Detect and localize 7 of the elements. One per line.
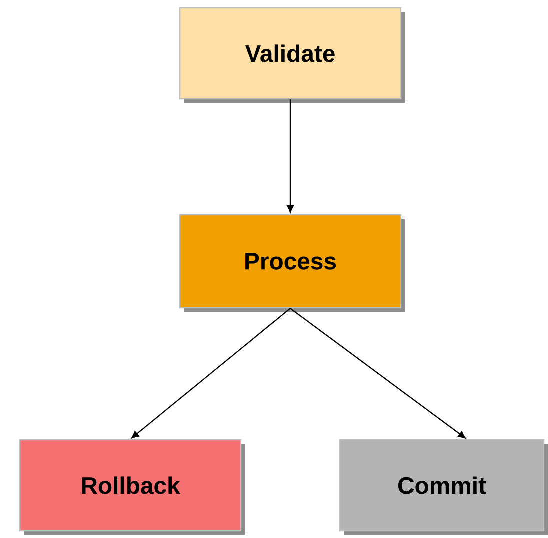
arrow — [287, 100, 294, 213]
arrow — [290, 308, 466, 439]
process-box: Rollback — [19, 439, 245, 535]
process-box: Validate — [179, 7, 405, 103]
process-box: Commit — [339, 439, 548, 535]
arrow — [132, 308, 291, 439]
process-box: Process — [179, 214, 405, 312]
